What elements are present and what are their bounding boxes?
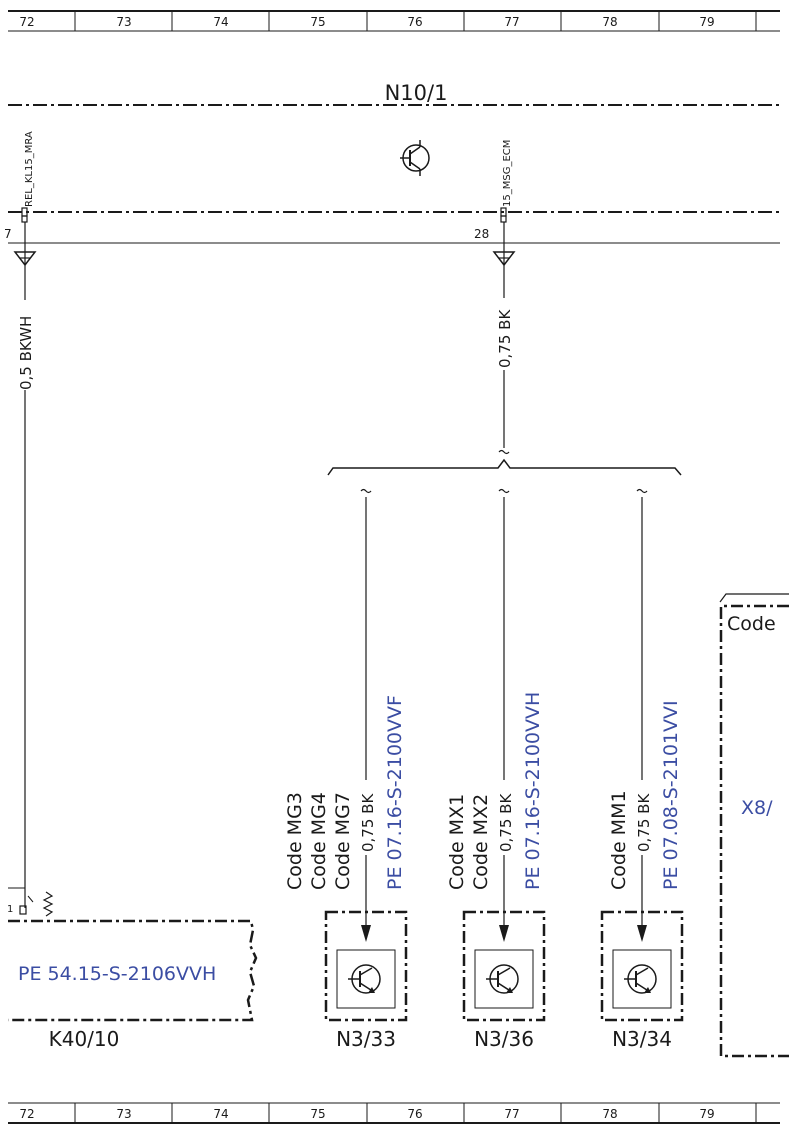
transistor-icon xyxy=(400,140,430,176)
branch-wires xyxy=(360,488,648,942)
relay-pin-number: 1 xyxy=(7,904,13,915)
branch-2-code-1: Code MX1 xyxy=(446,794,468,890)
component-n3-33: N3/33 xyxy=(324,910,408,1051)
pin-left-number: 7 xyxy=(4,227,12,241)
branch-1-code-1: Code MG3 xyxy=(284,792,306,890)
grid-col-78-bottom: 78 xyxy=(602,1107,617,1121)
wire-right-label: 0,75 BK xyxy=(496,309,514,368)
branch-3-wire-label: 0,75 BK xyxy=(635,793,653,852)
relay-k40-10: 1 PE 54.15-S-2106VVH K40/10 xyxy=(7,887,258,1051)
component-3-name: N3/34 xyxy=(612,1027,672,1051)
grid-col-74: 74 xyxy=(213,15,228,29)
grid-col-75: 75 xyxy=(310,15,325,29)
wire-right: 0,75 BK xyxy=(492,222,516,455)
right-box-ref-link[interactable]: X8/ xyxy=(741,797,773,819)
branch-2-code-2: Code MX2 xyxy=(470,794,492,890)
branch-2-wire-label: 0,75 BK xyxy=(497,793,515,852)
relay-ref-link[interactable]: PE 54.15-S-2106VVH xyxy=(18,963,216,985)
transistor-icon xyxy=(348,964,381,994)
grid-col-72: 72 xyxy=(19,15,34,29)
component-n3-34: N3/34 xyxy=(600,910,684,1051)
wire-left: 0,5 BKWH xyxy=(13,222,37,908)
component-2-name: N3/36 xyxy=(474,1027,534,1051)
branch-2-ref-link[interactable]: PE 07.16-S-2100VVH xyxy=(522,692,544,890)
branch-1-wire-label: 0,75 BK xyxy=(359,793,377,852)
pin-right-label: 15_MSG_ECM xyxy=(502,140,513,207)
grid-col-73: 73 xyxy=(116,15,131,29)
branch-3-code-1: Code MM1 xyxy=(608,790,630,890)
branch-1-ref-link[interactable]: PE 07.16-S-2100VVF xyxy=(384,695,406,890)
pin-right-number: 28 xyxy=(474,227,489,241)
branch-1-code-3: Code MG7 xyxy=(332,792,354,890)
branch-1-labels: 0,75 BK Code MG3 Code MG4 Code MG7 PE 07… xyxy=(284,695,406,890)
grid-col-78: 78 xyxy=(602,15,617,29)
splice-brace xyxy=(327,458,682,476)
grid-col-74-bottom: 74 xyxy=(213,1107,228,1121)
grid-col-76: 76 xyxy=(407,15,422,29)
transistor-icon xyxy=(486,964,519,994)
module-n10-1: N10/1 REL_KL15_MRA 15_MSG_ECM 7 28 xyxy=(4,81,780,244)
branch-2-labels: 0,75 BK Code MX1 Code MX2 PE 07.16-S-210… xyxy=(446,692,544,890)
transistor-icon xyxy=(624,964,657,994)
branch-1-code-2: Code MG4 xyxy=(308,792,330,890)
grid-col-75-bottom: 75 xyxy=(310,1107,325,1121)
right-box-code: Code xyxy=(727,613,776,635)
pin-left-label: REL_KL15_MRA xyxy=(24,131,35,207)
relay-name: K40/10 xyxy=(49,1027,120,1051)
wire-left-label: 0,5 BKWH xyxy=(17,316,35,390)
grid-col-72-bottom: 72 xyxy=(19,1107,34,1121)
component-n3-36: N3/36 xyxy=(462,910,546,1051)
module-title: N10/1 xyxy=(385,81,448,105)
grid-col-73-bottom: 73 xyxy=(116,1107,131,1121)
grid-col-79-bottom: 79 xyxy=(699,1107,714,1121)
branch-3-labels: 0,75 BK Code MM1 PE 07.08-S-2101VVI xyxy=(608,700,682,890)
grid-col-79: 79 xyxy=(699,15,714,29)
grid-col-77: 77 xyxy=(504,15,519,29)
grid-col-77-bottom: 77 xyxy=(504,1107,519,1121)
component-1-name: N3/33 xyxy=(336,1027,396,1051)
top-grid-ruler: 72 73 74 75 76 77 78 79 xyxy=(8,10,780,32)
grid-col-76-bottom: 76 xyxy=(407,1107,422,1121)
branch-3-ref-link[interactable]: PE 07.08-S-2101VVI xyxy=(660,700,682,890)
bottom-grid-ruler: 72 73 74 75 76 77 78 79 xyxy=(8,1102,780,1124)
resistor-icon xyxy=(42,891,54,917)
right-partial-box: Code X8/ xyxy=(719,593,789,1058)
